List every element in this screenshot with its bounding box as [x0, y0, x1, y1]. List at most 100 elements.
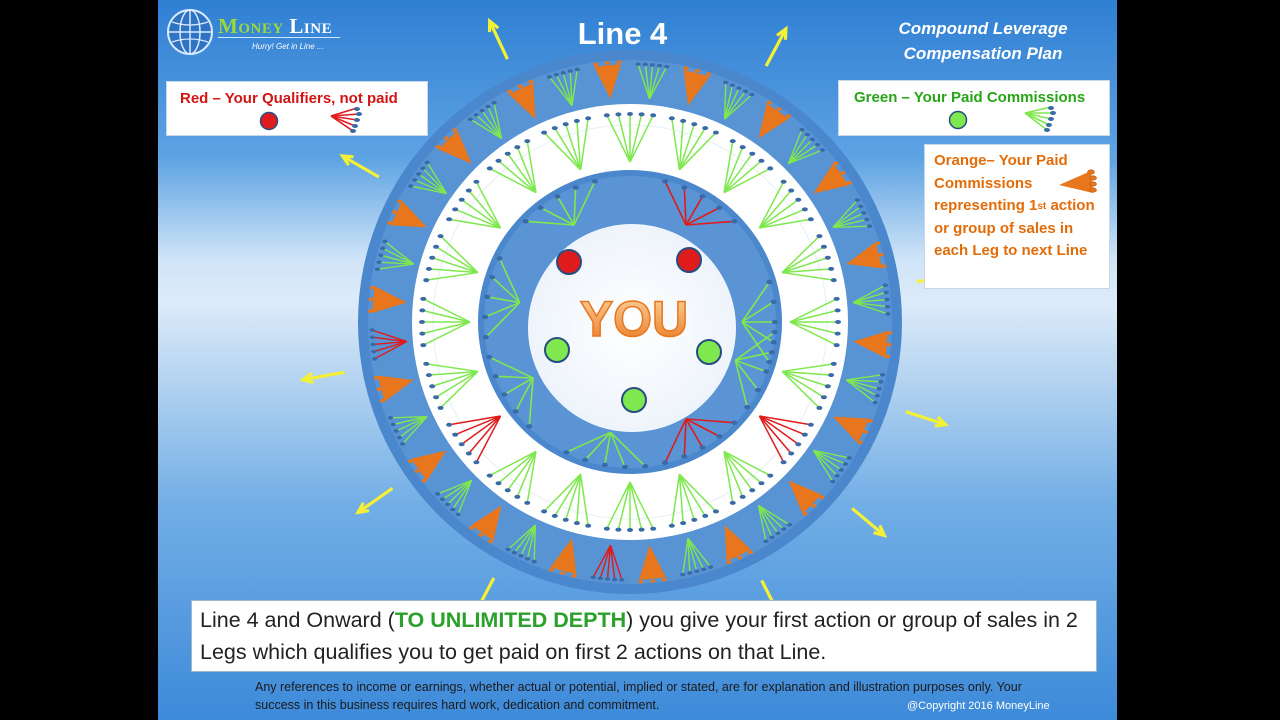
line4-fan-green — [852, 283, 891, 316]
line4-fan-orange — [813, 161, 853, 194]
legend-orange-text: Orange– Your Paid Commissions representi… — [934, 150, 1104, 263]
legend-orange-sup: st — [1037, 201, 1047, 212]
line4-fan-orange — [788, 480, 825, 516]
line4-fan-green — [467, 100, 503, 140]
legend-green-text: Green – Your Paid Commissions — [854, 89, 1086, 106]
slide-title: Line 4 — [577, 16, 668, 51]
green-fan-icon — [1024, 106, 1056, 132]
line1-dot-green — [544, 337, 570, 363]
line4-fan-orange — [468, 505, 502, 544]
line2-fan-green — [482, 256, 521, 340]
legend-green: Green – Your Paid Commissions — [838, 80, 1110, 136]
line3-fan-green — [446, 179, 502, 229]
line2-fan-green — [522, 179, 598, 226]
line4-fan-orange — [853, 331, 893, 359]
red-dot-icon — [259, 111, 279, 131]
you-label: YOU — [580, 291, 688, 347]
logo-tagline: Hurry! Get in Line ... — [252, 42, 324, 51]
line3-fan-green — [758, 179, 814, 229]
logo-divider — [218, 37, 340, 38]
line4-fan-orange — [724, 525, 754, 565]
line2-fan-red — [662, 179, 738, 226]
disclaimer: Any references to income or earnings, wh… — [255, 680, 1022, 712]
line4-fan-green — [812, 449, 852, 484]
legend-red-text: Red – Your Qualifiers, not paid — [180, 90, 398, 107]
line4-fan-green — [845, 372, 886, 405]
line3-fan-green — [723, 139, 774, 194]
logo-word-line: Line — [289, 14, 333, 38]
line3-fan-green — [603, 481, 657, 532]
compensation-diagram: YOU — [299, 17, 963, 658]
line4-fan-orange — [367, 285, 407, 313]
line3-fan-green — [486, 139, 537, 194]
line4-fan-green — [374, 239, 415, 272]
line3-fan-red — [758, 415, 814, 465]
line2-fan-green — [734, 329, 778, 410]
line3-fan-red — [446, 415, 502, 465]
info-text-after: ) you give your first action or group of… — [200, 608, 1078, 664]
outward-arrow-icon — [905, 410, 950, 428]
line3-fan-green — [423, 234, 479, 283]
orange-fan-icon — [1059, 169, 1097, 193]
line3-fan-green — [668, 473, 719, 528]
line4-fan-orange — [387, 199, 427, 228]
line3-fan-green — [789, 296, 841, 348]
line4-fan-green — [408, 160, 448, 195]
line3-fan-green — [486, 450, 537, 505]
line4-fan-green — [723, 80, 755, 120]
outward-arrow-icon — [487, 17, 509, 60]
line4-fan-red — [590, 544, 625, 582]
line4-fan-green — [787, 127, 825, 165]
info-text: Line 4 and Onward (TO UNLIMITED DEPTH) y… — [200, 604, 1092, 668]
outward-arrow-icon — [299, 370, 345, 385]
logo-word-money: Money — [218, 14, 284, 38]
ring-center — [528, 224, 736, 432]
line1-dot-green — [621, 387, 647, 413]
outward-arrow-icon — [339, 154, 380, 179]
legend-orange: Orange– Your Paid Commissions representi… — [924, 144, 1110, 289]
line4-fan-red — [369, 328, 408, 361]
legend-red: Red – Your Qualifiers, not paid — [166, 81, 428, 136]
line3-fan-green — [723, 450, 774, 505]
line4-fan-orange — [506, 79, 536, 119]
line4-fan-orange — [683, 66, 712, 106]
line4-fan-orange — [435, 128, 472, 164]
line4-fan-orange — [758, 100, 792, 139]
line4-fan-orange — [833, 416, 873, 445]
legend-orange-text-b: action or group of sales in each Leg to … — [934, 197, 1095, 259]
line4-fan-green — [680, 537, 714, 577]
line1-dot-red — [556, 249, 582, 275]
line4-fan-green — [635, 62, 670, 100]
red-fan-icon — [330, 107, 362, 133]
line4-fan-orange — [373, 375, 414, 403]
line4-fan-orange — [846, 241, 887, 269]
info-text-before: Line 4 and Onward ( — [200, 608, 395, 632]
line2-fan-green — [563, 431, 649, 470]
line4-fan-orange — [593, 60, 622, 99]
line3-fan-green — [423, 361, 479, 410]
plan-title: Compound Leverage Compensation Plan — [898, 19, 1068, 63]
line3-fan-green — [541, 473, 592, 528]
line4-fan-green — [757, 504, 793, 544]
logo-wordmark: Money Line — [218, 14, 332, 39]
line2-fan-red — [662, 418, 738, 465]
line3-fan-green — [781, 234, 837, 283]
globe-icon — [167, 9, 213, 55]
line4-fan-green — [435, 479, 473, 517]
line4-fan-orange — [407, 450, 447, 483]
outward-arrow-icon — [764, 25, 788, 67]
slide: Money Line Hurry! Get in Line ... Line 4… — [158, 0, 1117, 720]
outward-arrow-icon — [355, 487, 394, 515]
line4-fan-orange — [548, 538, 577, 578]
line3-fan-green — [781, 361, 837, 410]
line4-fan-green — [832, 198, 873, 229]
line1-dot-green — [696, 339, 722, 365]
line3-fan-green — [541, 116, 592, 171]
outward-arrow-icon — [851, 507, 888, 538]
line2-fan-green — [486, 354, 534, 429]
line4-fan-orange — [638, 545, 667, 584]
line1-dot-red — [676, 247, 702, 273]
info-box: Line 4 and Onward (TO UNLIMITED DEPTH) y… — [191, 600, 1097, 672]
legend-orange-text-a: Orange– Your Paid Commissions representi… — [934, 152, 1068, 214]
line4-fan-green — [505, 524, 537, 564]
